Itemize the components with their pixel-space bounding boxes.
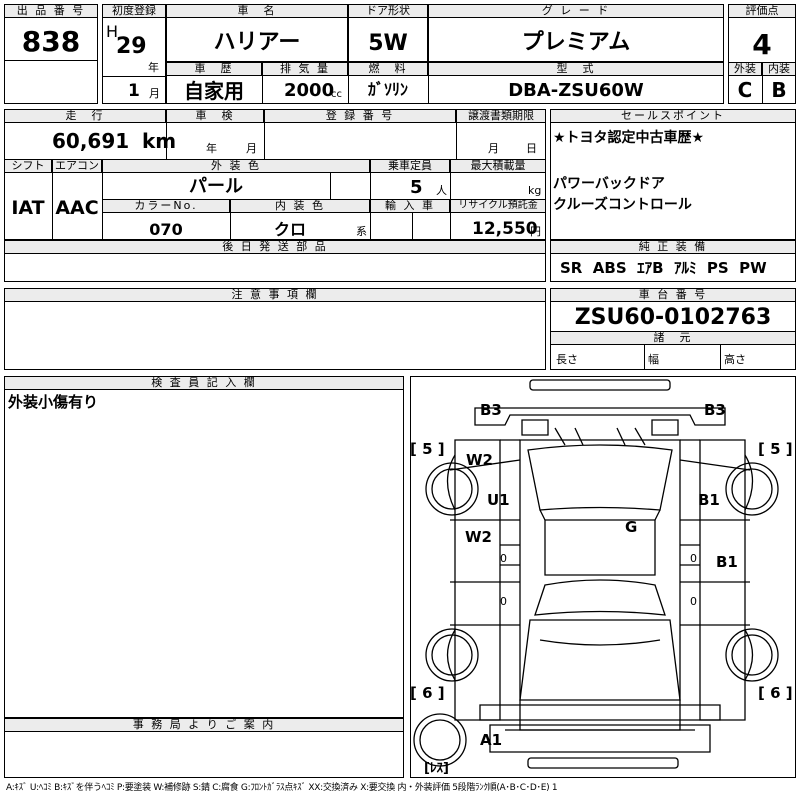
displacement-header: 排 気 量	[262, 62, 348, 76]
sales-point-line-4: クルーズコントロール	[553, 197, 692, 213]
registration-no-header: 登 録 番 号	[264, 109, 456, 123]
diag-a1: A1	[480, 731, 502, 749]
diag-w2-left: W2	[465, 528, 492, 546]
equipment-header: 純 正 装 備	[550, 240, 796, 254]
door-value: 5W	[368, 31, 408, 56]
grade-header: グ レ ー ド	[428, 4, 724, 18]
notes-header: 注 意 事 項 欄	[4, 288, 546, 302]
interior-grade-value: B	[771, 78, 787, 102]
max-load-header: 最大積載量	[450, 159, 546, 173]
car-name-header: 車 名	[166, 4, 348, 18]
displacement-value: 2000	[284, 80, 335, 101]
inspector-header: 検 査 員 記 入 欄	[4, 376, 404, 390]
capacity-unit: 人	[436, 184, 447, 197]
exterior-header: 外装	[728, 62, 762, 76]
diag-u1: U1	[487, 491, 510, 509]
ext-color-value: パール	[189, 176, 243, 197]
displacement-unit: cc	[331, 89, 342, 100]
door-header: ドア形状	[348, 4, 428, 18]
aircon-value: AAC	[55, 197, 99, 219]
dim-height-label: 高さ	[724, 353, 746, 366]
office-header: 事 務 局 よ り ご 案 内	[4, 718, 404, 732]
diag-tire-fr: [ 5 ]	[758, 440, 793, 458]
diag-b1-right: B1	[698, 491, 720, 509]
exterior-grade-value: C	[737, 78, 753, 102]
sales-point-line-3: パワーバックドア	[553, 176, 665, 192]
int-color-unit: 系	[356, 225, 367, 238]
capacity-header: 乗車定員	[370, 159, 450, 173]
recycle-unit: 円	[530, 225, 541, 238]
first-registration-header: 初度登録	[102, 4, 166, 18]
chassis-header: 車 台 番 号	[550, 288, 796, 302]
deadline-day-unit: 日	[526, 142, 537, 155]
diag-tire-fl: [ 5 ]	[410, 440, 445, 458]
dim-length-label: 長さ	[556, 353, 578, 366]
chassis-value: ZSU60-0102763	[574, 305, 772, 330]
era-value: H	[106, 22, 119, 41]
history-header: 車 歴	[166, 62, 262, 76]
aircon-header: エアコン	[52, 159, 102, 173]
diag-b1-door: B1	[716, 553, 738, 571]
diag-zero-c: 0	[500, 595, 507, 608]
legend-text: A:ｷｽﾞ U:ﾍｺﾐ B:ｷｽﾞを伴うﾍｺﾐ P:要塗装 W:補修跡 S:錆 …	[6, 783, 558, 793]
load-unit: kg	[528, 184, 542, 197]
score-header: 評価点	[728, 4, 796, 18]
lot-number-value: 838	[21, 25, 81, 58]
int-color-header: 内 装 色	[230, 199, 370, 213]
diag-b3-right: B3	[704, 401, 726, 419]
year-value: 29	[116, 34, 147, 59]
diag-zero-a: 0	[500, 552, 507, 565]
inspection-year-unit: 年	[206, 142, 217, 155]
history-value: 自家用	[184, 79, 244, 103]
ext-color-header: 外 装 色	[102, 159, 370, 173]
recycle-header: リサイクル預託金	[450, 199, 546, 213]
month-value: 1	[128, 81, 140, 101]
diag-tire-rl: [ 6 ]	[410, 684, 445, 702]
diag-zero-b: 0	[690, 552, 697, 565]
color-no-value: 070	[149, 220, 183, 239]
interior-header: 内装	[762, 62, 796, 76]
dimensions-header: 諸 元	[550, 331, 796, 345]
sales-point-header: セールスポイント	[550, 109, 796, 123]
mileage-unit: km	[142, 129, 177, 153]
recycle-value: 12,550	[472, 219, 538, 239]
fuel-value: ｶﾞｿﾘﾝ	[367, 80, 408, 99]
equipment-value: SR ABS ｴｱB ｱﾙﾐ PS PW	[560, 259, 767, 277]
capacity-value: 5	[410, 177, 423, 198]
mileage-value: 60,691	[52, 129, 130, 153]
color-no-header: カラーNo.	[102, 199, 230, 213]
car-diagram-box	[410, 376, 796, 778]
import-header: 輸 入 車	[370, 199, 450, 213]
diag-tire-rr: [ 6 ]	[758, 684, 793, 702]
model-header: 型 式	[428, 62, 724, 76]
inspection-header: 車 検	[166, 109, 264, 123]
score-value: 4	[752, 28, 772, 61]
later-parts-header: 後 日 発 送 部 品	[4, 240, 546, 254]
deadline-month-unit: 月	[488, 142, 499, 155]
sales-point-line-1: ★トヨタ認定中古車歴★	[553, 130, 705, 146]
month-unit: 月	[149, 87, 160, 100]
mileage-header: 走 行	[4, 109, 166, 123]
lot-number-header: 出 品 番 号	[4, 4, 98, 18]
model-value: DBA-ZSU60W	[508, 80, 644, 101]
diag-b3-left: B3	[480, 401, 502, 419]
fuel-header: 燃 料	[348, 62, 428, 76]
shift-value: IAT	[11, 197, 45, 219]
year-unit: 年	[148, 61, 159, 74]
diag-spare: [ﾚｽ]	[424, 761, 449, 776]
transfer-deadline-header: 譲渡書類期限	[456, 109, 546, 123]
inspection-month-unit: 月	[246, 142, 257, 155]
diag-zero-d: 0	[690, 595, 697, 608]
dim-width-label: 幅	[648, 353, 659, 366]
car-name-value: ハリアー	[213, 30, 301, 55]
diag-w2-top: W2	[466, 451, 493, 469]
diag-g: G	[625, 518, 637, 536]
inspector-note: 外装小傷有り	[8, 393, 99, 411]
grade-value: プレミアム	[521, 30, 631, 55]
shift-header: シフト	[4, 159, 52, 173]
int-color-value: クロ	[273, 220, 306, 239]
